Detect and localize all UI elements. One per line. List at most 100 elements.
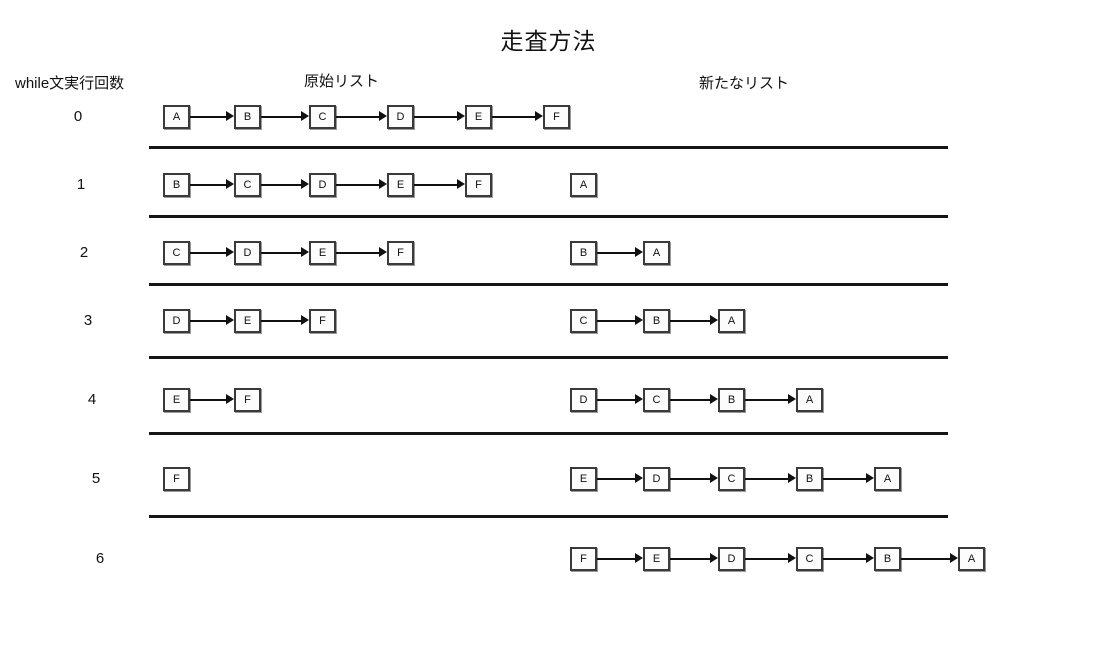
arrow-icon	[635, 315, 643, 325]
list-link	[670, 478, 710, 480]
list-node: F	[465, 173, 492, 197]
list-link	[190, 399, 226, 401]
list-node: B	[234, 105, 261, 129]
arrow-icon	[710, 394, 718, 404]
list-link	[823, 478, 866, 480]
list-node: E	[465, 105, 492, 129]
list-node: E	[309, 241, 336, 265]
arrow-icon	[866, 553, 874, 563]
list-node: C	[643, 388, 670, 412]
arrow-icon	[457, 179, 465, 189]
arrow-icon	[635, 553, 643, 563]
list-node: C	[163, 241, 190, 265]
list-node: D	[570, 388, 597, 412]
list-node: D	[643, 467, 670, 491]
list-node: E	[234, 309, 261, 333]
list-link	[597, 320, 635, 322]
iteration-index: 1	[76, 176, 86, 193]
arrow-icon	[635, 394, 643, 404]
list-link	[823, 558, 866, 560]
list-node: B	[874, 547, 901, 571]
arrow-icon	[788, 553, 796, 563]
list-node: F	[387, 241, 414, 265]
list-node: E	[387, 173, 414, 197]
list-node: A	[163, 105, 190, 129]
arrow-icon	[226, 394, 234, 404]
column-header-iteration-count: while文実行回数	[15, 75, 125, 92]
list-node: F	[234, 388, 261, 412]
list-node: C	[234, 173, 261, 197]
list-link	[336, 184, 379, 186]
list-link	[336, 116, 379, 118]
list-link	[901, 558, 950, 560]
column-header-original-list: 原始リスト	[304, 73, 380, 90]
list-link	[492, 116, 535, 118]
arrow-icon	[301, 179, 309, 189]
list-node: E	[163, 388, 190, 412]
list-link	[670, 399, 710, 401]
arrow-icon	[301, 247, 309, 257]
list-node: A	[796, 388, 823, 412]
list-link	[414, 116, 457, 118]
list-link	[597, 478, 635, 480]
arrow-icon	[301, 111, 309, 121]
arrow-icon	[379, 247, 387, 257]
iteration-index: 2	[79, 244, 89, 261]
arrow-icon	[788, 473, 796, 483]
row-separator	[149, 432, 948, 435]
list-link	[336, 252, 379, 254]
arrow-icon	[379, 179, 387, 189]
list-node: A	[643, 241, 670, 265]
list-node: B	[570, 241, 597, 265]
iteration-index: 3	[83, 312, 93, 329]
arrow-icon	[301, 315, 309, 325]
row-separator	[149, 515, 948, 518]
list-node: F	[543, 105, 570, 129]
iteration-index: 4	[87, 391, 97, 408]
arrow-icon	[379, 111, 387, 121]
arrow-icon	[535, 111, 543, 121]
list-node: C	[309, 105, 336, 129]
arrow-icon	[950, 553, 958, 563]
list-node: D	[718, 547, 745, 571]
list-node: E	[643, 547, 670, 571]
list-link	[597, 252, 635, 254]
list-node: B	[796, 467, 823, 491]
list-node: D	[163, 309, 190, 333]
list-node: D	[309, 173, 336, 197]
list-link	[597, 399, 635, 401]
iteration-index: 5	[91, 470, 101, 487]
list-link	[745, 478, 788, 480]
arrow-icon	[710, 553, 718, 563]
iteration-index: 6	[95, 550, 105, 567]
arrow-icon	[635, 473, 643, 483]
list-node: F	[570, 547, 597, 571]
arrow-icon	[457, 111, 465, 121]
list-node: B	[163, 173, 190, 197]
arrow-icon	[226, 315, 234, 325]
list-link	[670, 320, 710, 322]
list-link	[261, 184, 301, 186]
list-node: C	[796, 547, 823, 571]
page-title: 走査方法	[500, 28, 597, 54]
row-separator	[149, 146, 948, 149]
arrow-icon	[866, 473, 874, 483]
list-node: E	[570, 467, 597, 491]
arrow-icon	[788, 394, 796, 404]
list-node: A	[718, 309, 745, 333]
arrow-icon	[710, 315, 718, 325]
list-link	[261, 116, 301, 118]
list-node: B	[643, 309, 670, 333]
list-node: A	[874, 467, 901, 491]
list-link	[745, 399, 788, 401]
list-node: D	[387, 105, 414, 129]
list-node: A	[570, 173, 597, 197]
list-link	[261, 252, 301, 254]
row-separator	[149, 356, 948, 359]
list-link	[190, 320, 226, 322]
list-link	[190, 116, 226, 118]
arrow-icon	[226, 247, 234, 257]
arrow-icon	[226, 111, 234, 121]
list-node: F	[163, 467, 190, 491]
